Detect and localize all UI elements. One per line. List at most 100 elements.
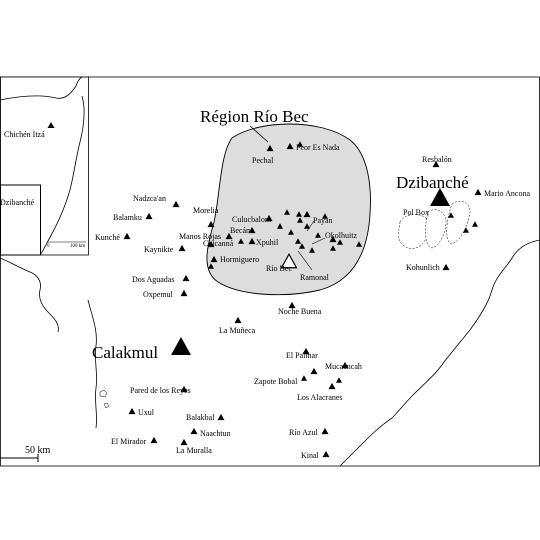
site-marker-resbalon [432,160,440,168]
site-marker-kunche [123,232,131,240]
inset-scale-km: 100 km [70,244,85,249]
major-site-label-calakmul: Calakmul [92,343,158,362]
site-marker-extra-12 [356,241,362,247]
site-label-nadzcaan: Nadzca'an [133,194,166,203]
inset-label-chichen: Chichén Itzá [4,130,45,139]
inset-scale-zero: 0 [47,244,50,249]
site-label-culucbalom: Culucbalom [232,215,272,224]
site-marker-balamku [145,212,153,220]
site-marker-rio-bec-open [280,253,298,269]
inset-map: Chichén Itzá Dzibanché 0 100 km [0,76,89,256]
site-marker-morelia [207,220,215,228]
site-marker-extra-11 [337,239,343,245]
site-marker-extra-21 [336,377,342,383]
site-label-payan: Payan [313,216,333,225]
site-label-el-mirador: El Mirador [111,437,147,446]
site-marker-extra-2 [296,211,302,217]
site-markers [123,141,482,458]
site-label-manos-rojas: Manos Rojas [179,232,221,241]
site-label-kinal: Kinal [301,451,320,460]
site-marker-kinal [322,450,330,458]
site-label-pol-box: Pol Box [403,208,429,217]
site-label-el-palmar: El Palmar [286,351,318,360]
site-marker-naachtun [190,427,198,435]
site-marker-kaynikte [178,244,186,252]
site-label-la-muneca: La Muñeca [219,326,256,335]
site-marker-uxul [128,407,136,415]
site-label-mario-ancona: Mario Ancona [484,189,530,198]
site-marker-los-alacranes [328,382,336,390]
site-marker-hormiguero [210,255,218,263]
site-marker-el-palmar [302,347,310,355]
site-marker-pechal [266,144,274,152]
site-marker-extra-4 [304,223,310,229]
inset-label-dzibanche: Dzibanché [0,198,35,207]
site-marker-culucbalom [265,214,273,222]
site-marker-oxpemul [180,289,188,297]
site-label-dos-aguadas: Dos Aguadas [132,275,174,284]
region-leader-line [249,125,269,143]
site-marker-becan [248,226,256,234]
site-label-noche-buena: Noche Buena [278,307,322,316]
site-label-naachtun: Naachtun [200,429,231,438]
site-label-xpuhil: Xpuhil [256,238,279,247]
site-marker-kohunlich [442,263,450,271]
site-marker-extra-7 [295,238,301,244]
site-marker-balakbal [217,413,225,421]
site-marker-mario-ancona [474,188,482,196]
site-marker-extra-14 [238,238,244,244]
site-leader-lines [297,220,326,271]
inset-locator-box [0,184,41,256]
site-label-chicanna: Chicanná [203,239,234,248]
coastline-layer [0,239,540,467]
site-label-mucaancah: Mucaancah [325,362,362,371]
site-label-okolhuitz: Okolhuitz [325,231,357,240]
site-marker-chicanna [207,240,215,248]
site-marker-el-mirador [150,436,158,444]
site-marker-extra-20 [301,375,307,381]
rio-bec-region [206,123,371,296]
site-marker-extra-17 [448,212,454,218]
site-label-pared-de-los-reyes: Pared de los Reyes [130,386,191,395]
site-marker-extra-18 [472,221,478,227]
site-label-balakbal: Balakbal [186,413,215,422]
site-marker-extra-13 [208,263,214,269]
region-title: Région Río Bec [200,107,309,126]
site-marker-payan [303,210,311,218]
site-label-oxpemul: Oxpemul [143,290,174,299]
site-label-resbalon: Resbalón [422,155,452,164]
site-label-kaynikte: Kaynikte [144,245,174,254]
site-marker-la-muneca [234,316,242,324]
scale-label: 50 km [25,445,51,456]
site-label-uxul: Uxul [138,408,155,417]
site-marker-noche-buena [288,301,296,309]
site-marker-dos-aguadas [182,274,190,282]
site-marker-manos-rojas [225,232,233,240]
site-marker-rio-azul [321,427,329,435]
site-marker-peor-es-nada [286,142,294,150]
site-label-pechal: Pechal [252,156,274,165]
site-marker-extra-8 [299,243,305,249]
site-marker-extra-6 [315,232,321,238]
site-marker-extra-0 [297,141,303,147]
site-marker-extra-15 [297,217,303,223]
site-label-rio-bec: Río Bec [266,264,292,273]
inset-chichen-marker [47,122,55,128]
site-label-morelia: Morelia [193,206,219,215]
site-marker-extra-1 [284,209,290,215]
site-label-balamku: Balamku [113,213,142,222]
site-marker-nadzcaan [172,200,180,208]
scale-bar: 50 km [0,445,51,462]
site-label-hormiguero: Hormiguero [220,255,259,264]
site-marker-la-muralla [180,438,188,446]
site-marker-extra-10 [330,245,336,251]
site-marker-extra-16 [322,213,328,219]
site-label-zapote-bobal: Zapote Bobal [254,377,298,386]
site-label-becan: Becán [230,226,250,235]
major-site-marker-dzibanche [430,188,450,206]
site-marker-extra-3 [277,223,283,229]
site-label-la-muralla: La Muralla [176,446,212,455]
site-label-kohunlich: Kohunlich [406,263,440,272]
